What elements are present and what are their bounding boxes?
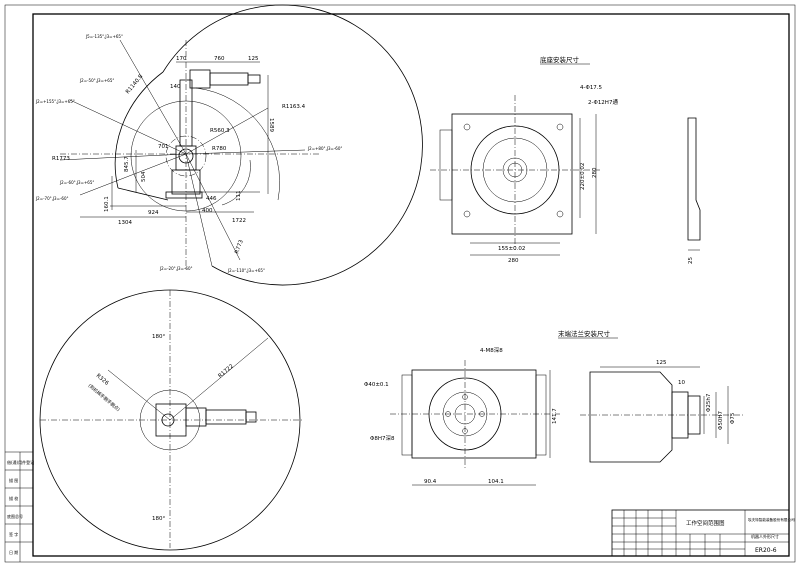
side-dim-1722: 1722 bbox=[232, 218, 246, 224]
flange-mount-view: 末端法兰安装尺寸 4-M8深8 Φ40±0.1 Φ8H7深8 141.7 90.… bbox=[364, 329, 745, 486]
side-dim-1304: 1304 bbox=[118, 220, 132, 226]
side-dim-504: 504 bbox=[141, 171, 147, 182]
side-dim-r1773: R1773 bbox=[52, 156, 70, 162]
side-dim-845: 845.7 bbox=[124, 156, 130, 172]
side-label-2: J2=+155°,J3=+65° bbox=[35, 99, 75, 104]
flange-dim-104: 104.1 bbox=[488, 479, 504, 485]
side-label-1: J5=-135°,J3=+65° bbox=[85, 34, 123, 39]
side-dim-140: 140 bbox=[170, 84, 181, 90]
top-dim-r326: R326 bbox=[95, 373, 110, 387]
strip-label-2: 描 图 bbox=[9, 477, 18, 483]
side-dim-125: 125 bbox=[248, 56, 259, 62]
flange-dim-pin: Φ8H7深8 bbox=[370, 434, 395, 442]
side-dim-170: 170 bbox=[176, 56, 187, 62]
top-dim-r1722: R1722 bbox=[217, 363, 235, 379]
side-dim-701: 701 bbox=[158, 144, 169, 150]
title-company: 埃夫特智能装备股份有限公司 bbox=[748, 517, 795, 522]
title-block: 工作空间范围图 埃夫特智能装备股份有限公司 机器人外形尺寸 ER20-6 bbox=[611, 509, 795, 557]
side-label-3: J2=+80°,J3=-60° bbox=[307, 146, 342, 151]
base-dim-280v: 280 bbox=[592, 167, 598, 178]
title-model: ER20-6 bbox=[755, 547, 777, 554]
base-dim-155: 155±0.02 bbox=[498, 246, 525, 252]
title-drawing: 机器人外形尺寸 bbox=[751, 533, 779, 539]
side-dim-400: 400 bbox=[202, 208, 213, 214]
flange-dim-pcd: Φ40±0.1 bbox=[364, 382, 389, 388]
base-dim-280h: 280 bbox=[508, 258, 519, 264]
side-label-7: J2=-20°,J3=-60° bbox=[159, 266, 193, 271]
outer-border bbox=[4, 4, 796, 563]
side-dim-160: 160.1 bbox=[104, 196, 110, 212]
inner-border bbox=[32, 13, 790, 557]
top-view-workspace: 180° 180° R1722 R326 (到机械手腕手腕点) bbox=[39, 289, 302, 551]
strip-label-1: 借(通)用件登记 bbox=[7, 459, 34, 465]
side-view-workspace: 170 760 125 140 1589 R1163.4 R1140.8 R56… bbox=[35, 4, 423, 286]
flange-view-title: 末端法兰安装尺寸 bbox=[558, 329, 611, 338]
side-dim-r1163: R1163.4 bbox=[282, 104, 306, 110]
flange-dim-holes: 4-M8深8 bbox=[480, 346, 503, 354]
side-label-8: J2=-110°,J3=+65° bbox=[227, 268, 265, 273]
side-dim-924: 924 bbox=[148, 210, 159, 216]
base-dim-holes: 4-Φ17.5 bbox=[580, 85, 603, 91]
side-dim-r560: R560.3 bbox=[210, 128, 230, 134]
strip-label-6: 日 期 bbox=[9, 549, 18, 555]
side-dim-r780: R780 bbox=[212, 146, 227, 152]
flange-dim-10: 10 bbox=[678, 380, 685, 386]
side-dim-r773: R773 bbox=[234, 239, 245, 255]
side-dim-111: 111 bbox=[236, 191, 242, 202]
side-dim-446: 446 bbox=[206, 196, 217, 202]
strip-label-5: 签 字 bbox=[9, 531, 18, 537]
base-dim-220: 220±0.02 bbox=[580, 163, 586, 190]
base-view-title: 底座安装尺寸 bbox=[540, 55, 580, 64]
base-mount-view: 底座安装尺寸 4-Φ17.5 2-Φ12H7通 280 220±0.02 280… bbox=[430, 55, 701, 264]
flange-dim-141: 141.7 bbox=[552, 408, 558, 424]
base-dim-pins: 2-Φ12H7通 bbox=[588, 98, 618, 106]
title-workspace: 工作空间范围图 bbox=[686, 519, 725, 527]
top-dim-180-top: 180° bbox=[152, 334, 165, 340]
top-note: (到机械手腕手腕点) bbox=[87, 382, 122, 413]
strip-label-4: 底图总号 bbox=[7, 513, 23, 519]
side-dim-760: 760 bbox=[214, 56, 225, 62]
flange-dim-25: Φ25h7 bbox=[706, 393, 712, 412]
strip-label-3: 描 校 bbox=[9, 495, 18, 501]
side-label-4: J2=-70°,J3=-60° bbox=[35, 196, 69, 201]
base-dim-25: 25 bbox=[688, 257, 694, 264]
flange-dim-50: Φ50H7 bbox=[718, 411, 724, 430]
top-dim-180-bot: 180° bbox=[152, 516, 165, 522]
flange-dim-90: 90.4 bbox=[424, 479, 437, 485]
side-label-5: J2=-60°,J3=+65° bbox=[59, 180, 94, 185]
left-binding-strip: 借(通)用件登记 描 图 描 校 底图总号 签 字 日 期 bbox=[5, 451, 34, 562]
side-label-6: J2=-50°,J3=+65° bbox=[79, 78, 114, 83]
side-dim-1589: 1589 bbox=[268, 118, 274, 132]
flange-dim-75: Φ75 bbox=[730, 412, 736, 424]
flange-dim-125: 125 bbox=[656, 360, 667, 366]
